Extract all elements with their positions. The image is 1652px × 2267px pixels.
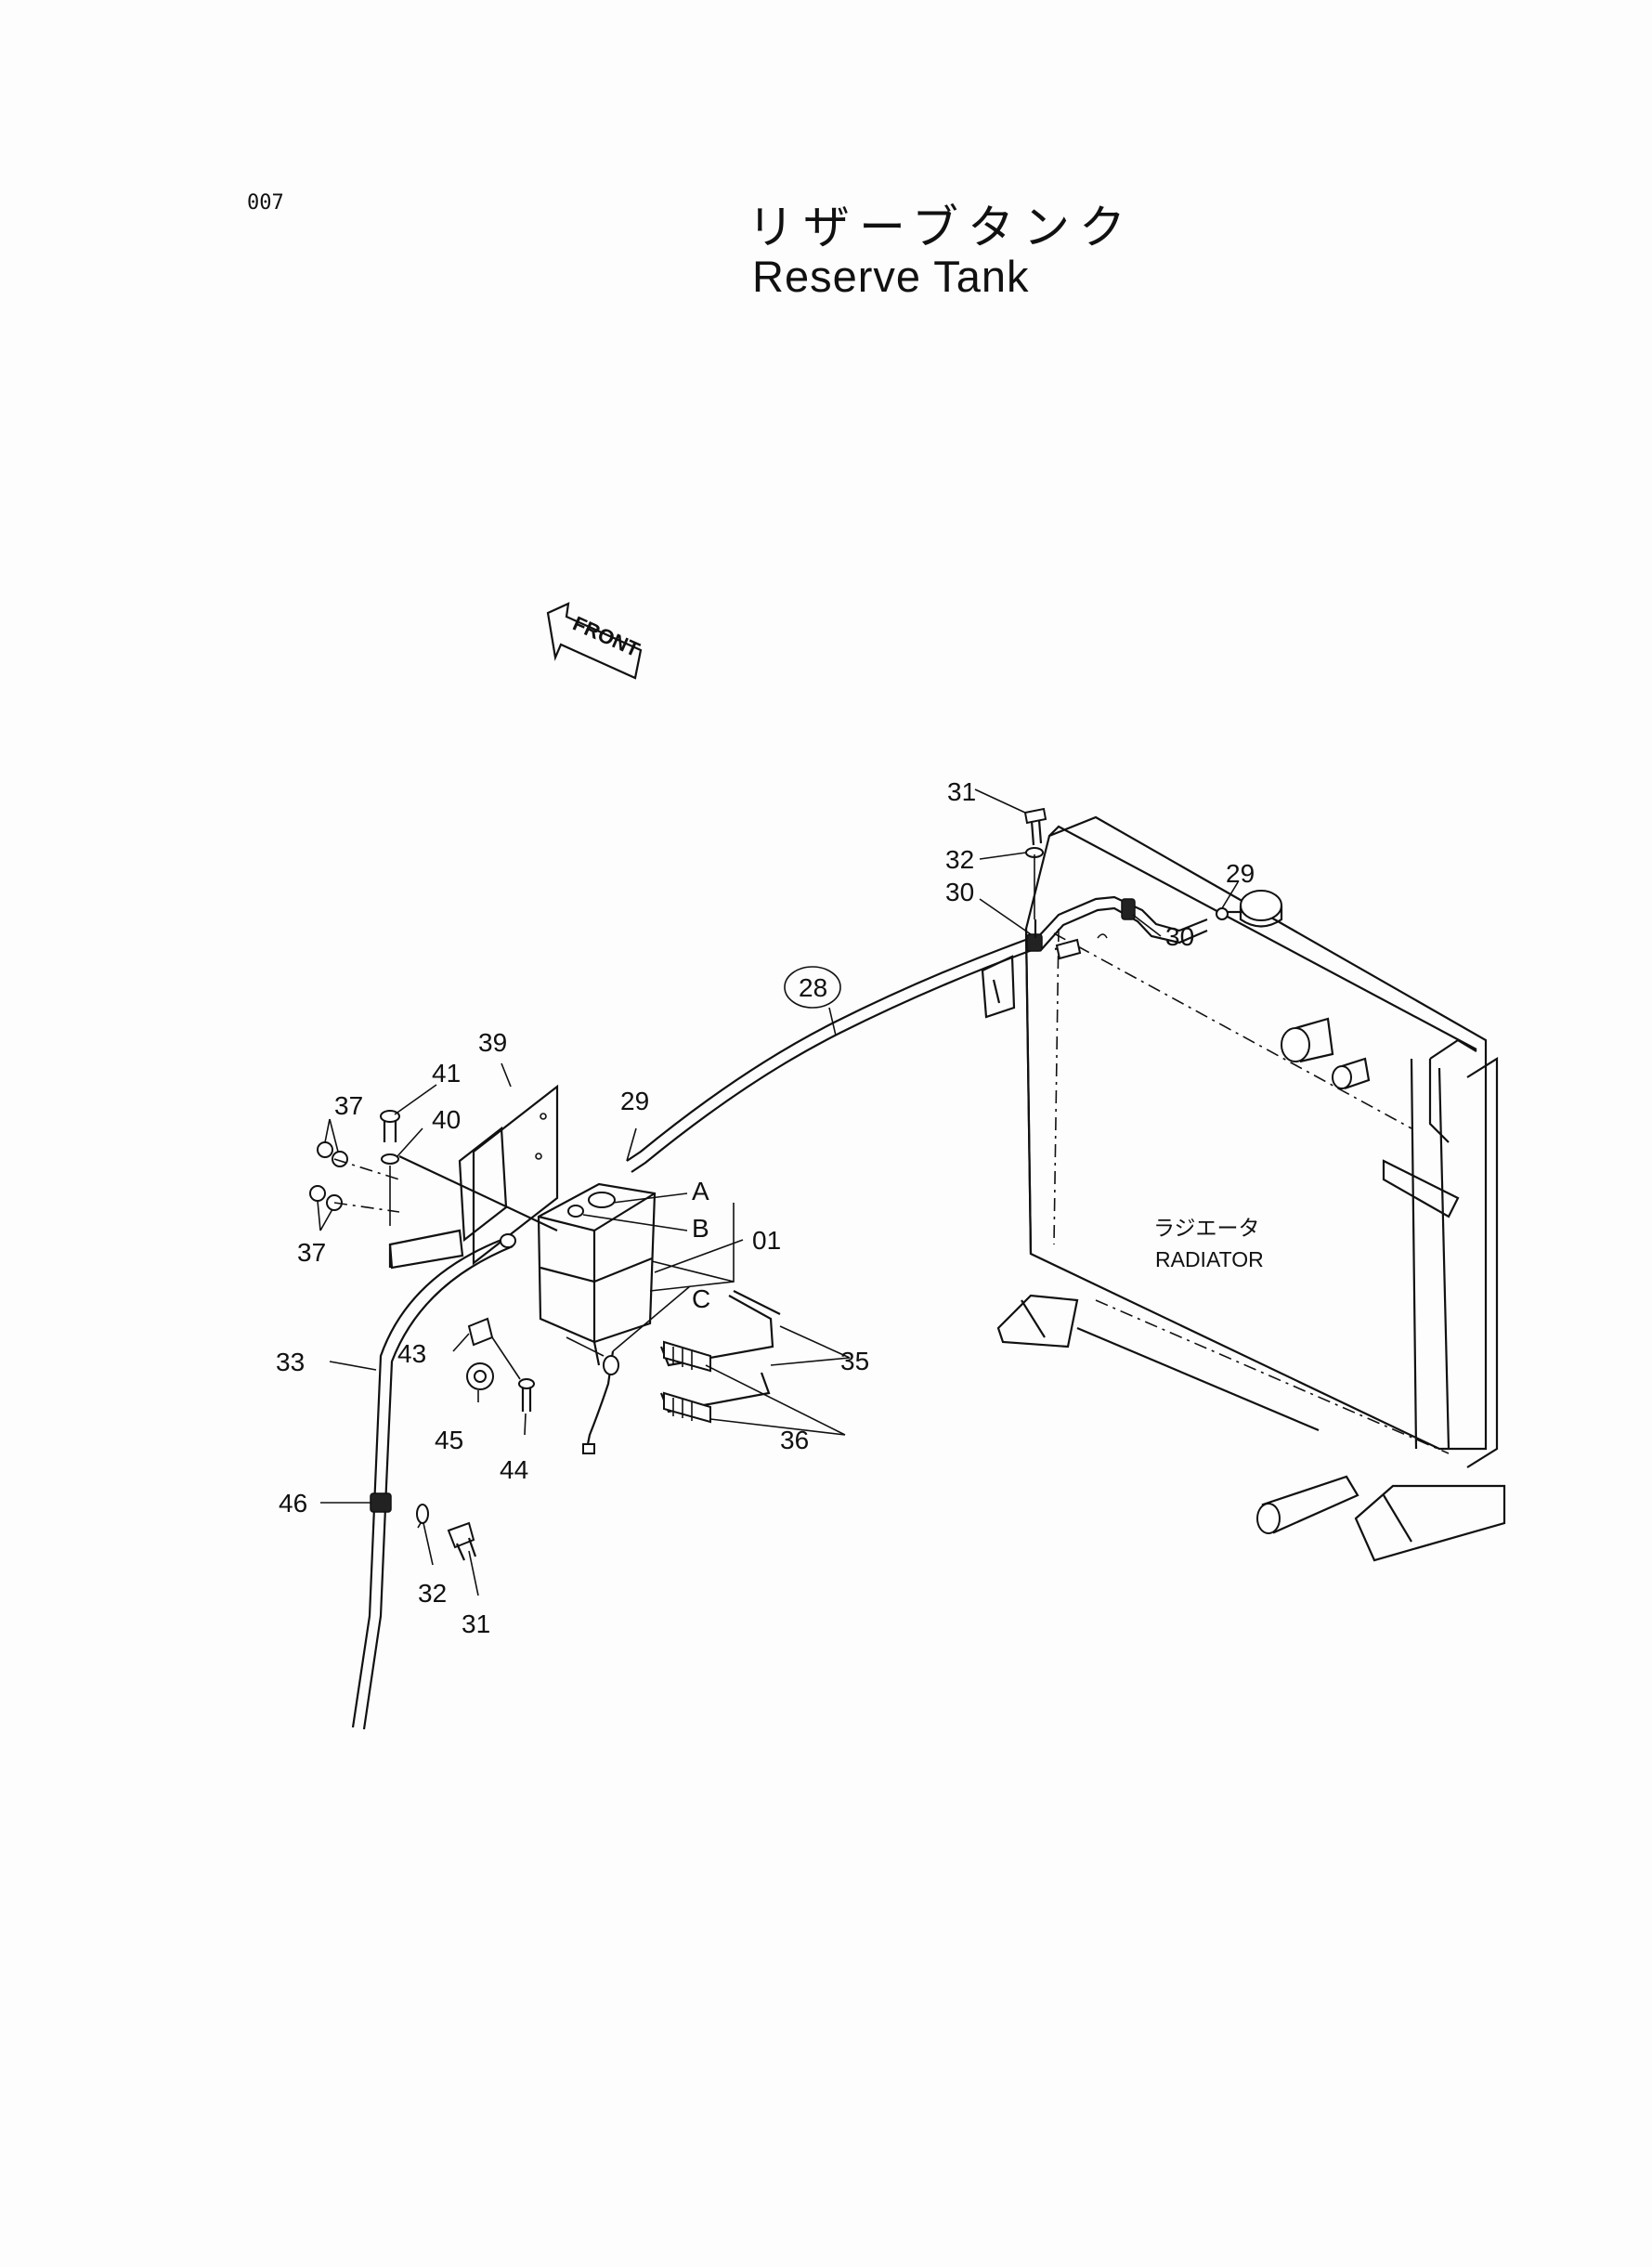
bands-35-bolts-36	[659, 1290, 781, 1424]
callout-31-bottom: 31	[462, 1609, 490, 1638]
callout-31-top: 31	[947, 777, 976, 806]
overflow-hose	[626, 895, 1208, 1173]
leader-lines	[317, 788, 1239, 1596]
callout-40: 40	[432, 1105, 461, 1134]
bolt-washer-top	[1023, 807, 1047, 919]
callout-30-right: 30	[1165, 922, 1194, 951]
callout-30-left: 30	[945, 878, 974, 906]
clamp-43-bolt-44-clip-45	[466, 1317, 535, 1412]
callout-37-top: 37	[334, 1091, 363, 1120]
callout-labels: 31 32 30 30 29 28 39 41 40 37 37 29 A B …	[276, 777, 1255, 1638]
callout-01: 01	[752, 1226, 781, 1255]
callout-44: 44	[500, 1455, 528, 1484]
callout-36: 36	[780, 1426, 809, 1454]
callout-32-top: 32	[945, 845, 974, 874]
callout-35: 35	[840, 1347, 869, 1375]
bolt-41-washer-40	[380, 1110, 400, 1226]
callout-28: 28	[799, 973, 827, 1002]
callout-29-left: 29	[620, 1087, 649, 1115]
callout-33: 33	[276, 1348, 305, 1376]
radiator-label-en: RADIATOR	[1155, 1247, 1264, 1271]
callout-43: 43	[397, 1339, 426, 1368]
callout-B: B	[692, 1214, 709, 1243]
nuts-37	[309, 1141, 400, 1213]
radiator: ラジエータ RADIATOR	[981, 815, 1506, 1562]
callout-32-bottom: 32	[418, 1579, 447, 1608]
callout-37-bottom: 37	[297, 1238, 326, 1267]
title-english: Reserve Tank	[752, 252, 1030, 301]
callout-28-circle	[784, 966, 841, 1009]
front-arrow: FRONT	[546, 602, 644, 680]
radiator-label-jp: ラジエータ	[1153, 1216, 1260, 1240]
callout-45: 45	[435, 1426, 463, 1454]
callout-A: A	[692, 1177, 709, 1205]
callout-46: 46	[279, 1489, 307, 1518]
hose-clamps-top	[1026, 898, 1136, 960]
page-number: 007	[247, 191, 284, 215]
drain-hose-33	[351, 1233, 516, 1730]
reserve-tank	[537, 1182, 657, 1454]
callout-29-right: 29	[1226, 859, 1255, 888]
callout-39: 39	[478, 1028, 507, 1057]
mounting-bracket	[388, 1084, 605, 1357]
bolt-washer-bottom	[416, 1504, 477, 1561]
callout-C: C	[692, 1284, 710, 1313]
title-japanese: リザーブタンク	[748, 201, 1135, 254]
callout-41: 41	[432, 1059, 461, 1088]
